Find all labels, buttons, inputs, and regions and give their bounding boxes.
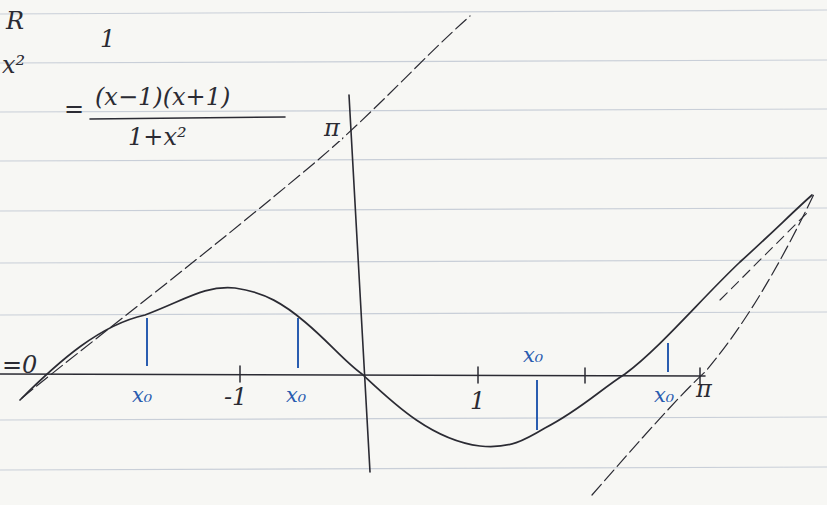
set-label: R <box>6 8 24 34</box>
root-label: x₀ <box>523 344 543 367</box>
curve <box>20 195 812 447</box>
axis-value: 1 <box>470 388 485 414</box>
root-label: x₀ <box>654 384 674 407</box>
equals-sign: = <box>64 96 84 122</box>
root-label: x₀ <box>132 384 152 407</box>
x0-markers <box>147 318 668 430</box>
numerator: 1 <box>100 26 115 52</box>
asymptote <box>22 16 470 398</box>
numerator: (x−1)(x+1) <box>95 84 230 110</box>
tick <box>477 367 479 383</box>
tick <box>239 366 241 382</box>
root-label: x₀ <box>286 384 306 407</box>
denominator: 1+x² <box>128 124 187 150</box>
denominator: x² <box>2 52 25 78</box>
equation-label: =0 <box>2 352 37 378</box>
fraction-bar <box>90 117 285 119</box>
axis-value: -1 <box>224 384 247 410</box>
axis-value: π <box>696 376 712 402</box>
asymptote <box>592 192 815 495</box>
tick <box>584 368 586 383</box>
axis-value: π <box>322 115 342 141</box>
y-axis <box>349 95 370 472</box>
x-axis <box>0 374 705 376</box>
asymptote <box>720 212 808 300</box>
ruled-lines <box>0 10 827 470</box>
